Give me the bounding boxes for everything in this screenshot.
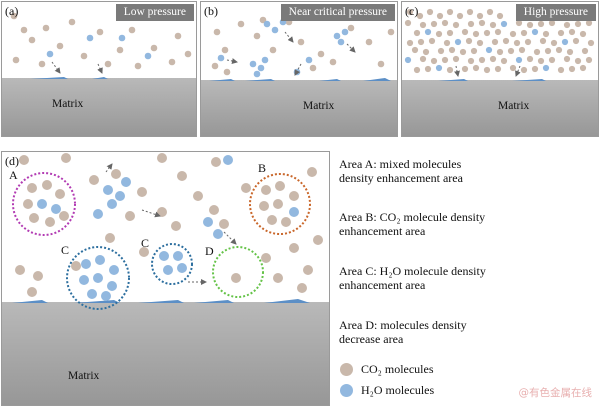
adsorbed-water-layer: [319, 79, 341, 81]
panel-a-label: (a): [5, 4, 19, 18]
panel-a-title: Low pressure: [115, 4, 194, 21]
description-line: density enhancement area: [339, 171, 463, 185]
watermark: @有色金属在线: [518, 387, 593, 399]
description-line: Area C: H₂O molecule density: [339, 264, 486, 278]
legend-co2: CO₂ molecules: [340, 362, 434, 377]
panel-c-scene: [402, 8, 598, 136]
area-a-label: A: [9, 168, 18, 182]
area-d-molecules: [231, 273, 241, 283]
area-d-label: D: [205, 244, 214, 258]
panel-a: (a) Low pressure Matrix: [1, 1, 197, 137]
adsorbed-water-layer: [245, 79, 275, 81]
adsorbed-water-layer: [264, 299, 310, 303]
adsorbed-water-layer: [194, 300, 234, 303]
area-c-molecules: [71, 255, 119, 301]
area-b-molecules: [259, 181, 299, 227]
co2-molecules: [10, 12, 192, 70]
description-line: enhancement area: [339, 278, 426, 292]
panel-c: (c) High pressure Matrix: [401, 1, 599, 137]
matrix-label: Matrix: [303, 100, 335, 112]
adsorbed-water-layer: [363, 78, 391, 81]
diffusion-arrow: [97, 63, 103, 74]
diffusion-arrow: [284, 31, 294, 43]
area-a-boundary: [12, 172, 76, 236]
matrix-label: Matrix: [498, 100, 530, 112]
area-c-molecules: [159, 251, 187, 275]
area-d-description: Area D: molecules density decrease area: [339, 318, 467, 346]
adsorbed-water-layer: [30, 77, 68, 79]
description-line: Area D: molecules density: [339, 318, 467, 332]
adsorbed-water-layer: [438, 79, 468, 81]
area-b-label: B: [258, 161, 267, 175]
co2-molecules: [211, 16, 395, 76]
h2o-molecule-icon: [340, 384, 353, 397]
adsorbed-water-layer: [209, 79, 235, 81]
diffusion-arrow: [223, 231, 237, 245]
legend-co2-label: CO₂ molecules: [361, 362, 434, 376]
matrix-substrate: [2, 302, 329, 405]
description-line: Area B: CO₂ molecule density: [339, 210, 486, 224]
legend-h2o-label: H₂O molecules: [361, 383, 435, 397]
area-c-boundary: [66, 246, 130, 310]
panel-b-title: Near critical pressure: [280, 4, 395, 21]
matrix-substrate: [201, 80, 397, 136]
diffusion-arrow: [105, 163, 113, 173]
adsorbed-water-layer: [74, 300, 120, 303]
panel-a-scene: [2, 12, 196, 136]
diffusion-arrow: [51, 61, 61, 74]
description-line: decrease area: [339, 332, 404, 346]
co2-molecules: [404, 8, 595, 74]
panel-d: (d) A B C C D Matrix: [1, 151, 330, 406]
area-c-label: C: [61, 243, 70, 257]
diffusion-arrow: [454, 65, 460, 77]
description-line: enhancement area: [339, 224, 426, 238]
co2-molecule-icon: [340, 363, 353, 376]
matrix-substrate: [402, 80, 598, 136]
h2o-molecules: [46, 34, 152, 60]
area-b-boundary: [249, 173, 311, 235]
area-d-boundary: [212, 246, 264, 298]
panel-b: (b) Near critical pressure Matrix: [200, 1, 398, 137]
description-line: Area A: mixed molecules: [339, 157, 462, 171]
h2o-molecules: [217, 18, 349, 78]
matrix-substrate: [2, 78, 196, 136]
matrix-label: Matrix: [68, 370, 100, 382]
diffusion-arrow: [226, 58, 238, 64]
panel-b-scene: [201, 16, 397, 136]
adsorbed-water-layer: [512, 79, 546, 81]
panel-d-label: (d): [5, 154, 19, 168]
area-c-boundary: [151, 243, 193, 285]
area-a-molecules: [23, 180, 69, 227]
matrix-label: Matrix: [52, 98, 84, 110]
diffusion-arrow: [515, 65, 521, 77]
h2o-molecules: [404, 20, 569, 72]
h2o-molecules: [93, 155, 233, 239]
adsorbed-water-layer: [12, 300, 48, 303]
adsorbed-water-layer: [92, 77, 108, 79]
panel-d-scene: [2, 153, 329, 405]
area-c-description: Area C: H₂O molecule density enhancement…: [339, 264, 486, 292]
diffusion-arrow: [346, 43, 356, 53]
co2-molecules: [15, 153, 323, 297]
panel-b-label: (b): [204, 4, 218, 18]
panel-c-title: High pressure: [515, 4, 596, 21]
adsorbed-water-layer: [138, 300, 184, 303]
area-c-label: C: [141, 236, 150, 250]
area-b-description: Area B: CO₂ molecule density enhancement…: [339, 210, 485, 238]
area-a-description: Area A: mixed molecules density enhancem…: [339, 157, 463, 185]
diffusion-arrow: [141, 209, 161, 218]
legend-h2o: H₂O molecules: [340, 383, 434, 398]
panel-c-label: (c): [405, 4, 419, 18]
